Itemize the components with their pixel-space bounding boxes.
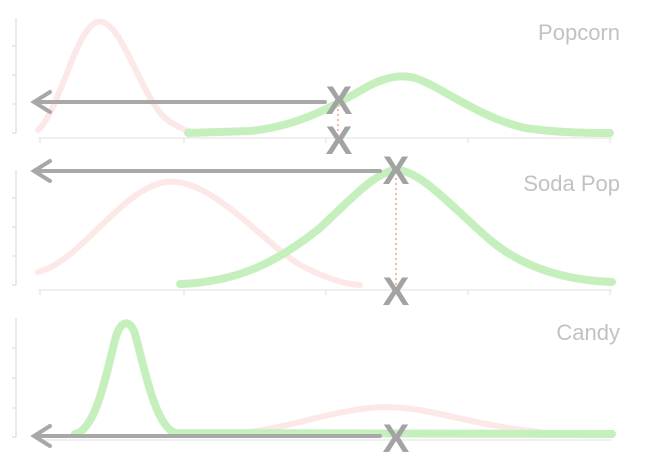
x-axis-ticks xyxy=(39,138,611,143)
panel-title-candy: Candy xyxy=(556,320,620,345)
faded-distribution-curve xyxy=(247,403,543,435)
panel-soda-pop: X X xyxy=(12,149,616,314)
panel-title-soda-pop: Soda Pop xyxy=(523,171,620,196)
x-marker-top: X xyxy=(326,79,353,123)
x-axis-ticks xyxy=(39,290,611,295)
left-arrow xyxy=(30,90,327,114)
green-distribution-curve xyxy=(176,165,616,288)
x-marker-top: X xyxy=(383,149,410,193)
panel-title-popcorn: Popcorn xyxy=(538,20,620,45)
green-distribution-curve xyxy=(71,319,616,438)
left-arrow xyxy=(30,159,382,183)
faded-distribution-curve xyxy=(35,178,363,288)
x-marker-bottom: X xyxy=(383,270,410,314)
faded-distribution-curve xyxy=(35,18,203,136)
left-arrow xyxy=(30,424,382,448)
y-axis xyxy=(12,318,17,438)
x-marker-bottom: X xyxy=(326,119,353,163)
green-distribution-curve xyxy=(184,72,614,137)
y-axis xyxy=(12,18,17,134)
panel-popcorn: X X xyxy=(12,18,614,163)
panel-candy: X xyxy=(12,318,616,461)
x-marker-top: X xyxy=(383,417,410,461)
y-axis xyxy=(12,170,17,286)
